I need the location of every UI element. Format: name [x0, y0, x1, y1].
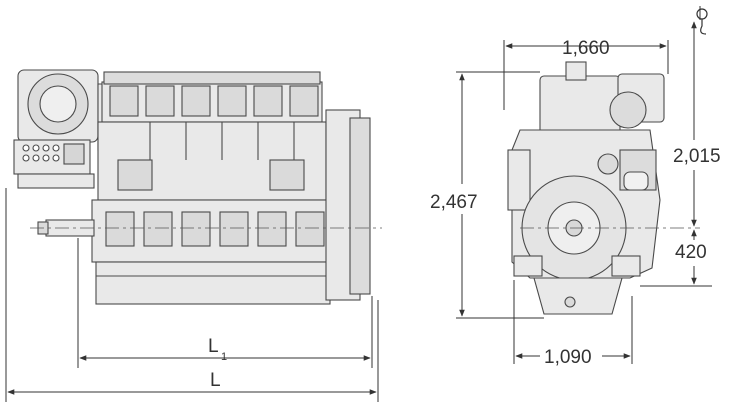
dim-label-height-bottom: 420 [675, 242, 707, 263]
dim-label-l: L [210, 370, 221, 391]
dimension-l1 [77, 238, 373, 368]
dimension-height-bottom [640, 229, 712, 287]
engine-side-view [13, 69, 371, 305]
dim-label-l1-subscript: 1 [221, 351, 227, 363]
dimension-base-width [513, 280, 633, 364]
dim-label-height-total: 2,467 [430, 192, 478, 213]
dim-label-l1: L [208, 336, 219, 357]
dim-label-width: 1,660 [562, 38, 610, 59]
dimension-height-total [456, 71, 544, 319]
dimension-width [503, 40, 669, 110]
dim-label-base-width: 1,090 [544, 347, 592, 368]
dimension-l [5, 188, 379, 402]
engine-front-view [507, 61, 665, 315]
lifting-hook-icon [696, 8, 708, 35]
dim-label-height-top: 2,015 [673, 146, 721, 167]
dimension-height-top [691, 6, 701, 227]
